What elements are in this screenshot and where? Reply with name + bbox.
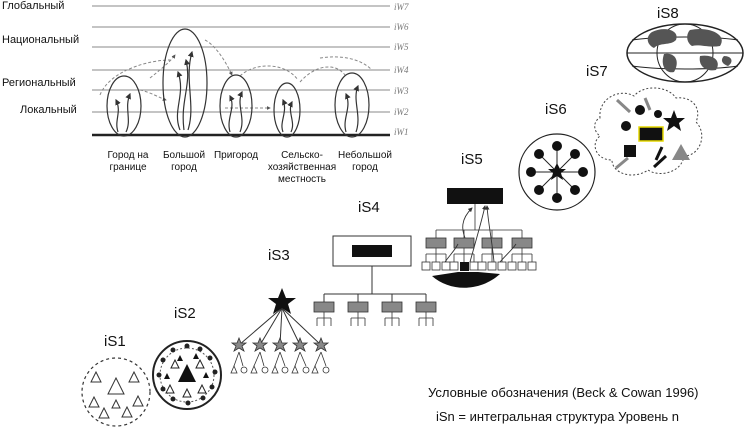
stage-label-is2: iS2 [174, 305, 196, 322]
stage-label-is5: iS5 [461, 151, 483, 168]
stage-is1-circle [81, 357, 151, 427]
stage-is3-hierarchy [230, 288, 330, 374]
stage-is4-org-chart [313, 235, 437, 326]
growth-arrows [115, 50, 359, 133]
legend-definition: iSn = интегральная структура Уровень n [436, 409, 680, 424]
stage-label-is6: iS6 [545, 101, 567, 118]
ellipse-small-town [334, 72, 370, 138]
stage-is8-globe [626, 23, 744, 83]
levels-chart [92, 5, 390, 138]
stage-label-is1: iS1 [104, 333, 126, 350]
stage-is7-cloud [594, 87, 703, 176]
stage-label-is3: iS3 [268, 247, 290, 264]
connection-arcs [99, 39, 373, 110]
level-label-global: Глобальный [2, 0, 65, 12]
iw-label-3: iW3 [394, 86, 409, 96]
iw-label-1: iW1 [394, 127, 409, 137]
stage-is5-network [421, 188, 537, 288]
stage-label-is8: iS8 [657, 5, 679, 22]
stage-is6-hub [518, 133, 596, 211]
level-label-national: Национальный [2, 34, 80, 46]
iw-label-2: iW2 [394, 107, 409, 117]
iw-label-5: iW5 [394, 42, 409, 52]
ellipse-rural [273, 82, 301, 138]
stage-label-is7: iS7 [586, 63, 608, 80]
legend-source: Условные обозначения (Beck & Cowan 1996) [428, 385, 699, 400]
iw-label-4: iW4 [394, 65, 409, 75]
level-label-regional: Региональный [2, 77, 76, 89]
stage-label-is4: iS4 [358, 199, 380, 216]
ellipse-border-city [106, 75, 142, 137]
ellipse-suburb [219, 74, 253, 138]
iw-label-7: iW7 [394, 2, 409, 12]
iw-label-6: iW6 [394, 22, 409, 32]
stage-is2-circle [152, 340, 222, 410]
ellipse-big-city [162, 28, 208, 138]
category-label-suburb: Пригород [213, 150, 259, 161]
level-label-local: Локальный [20, 104, 77, 116]
